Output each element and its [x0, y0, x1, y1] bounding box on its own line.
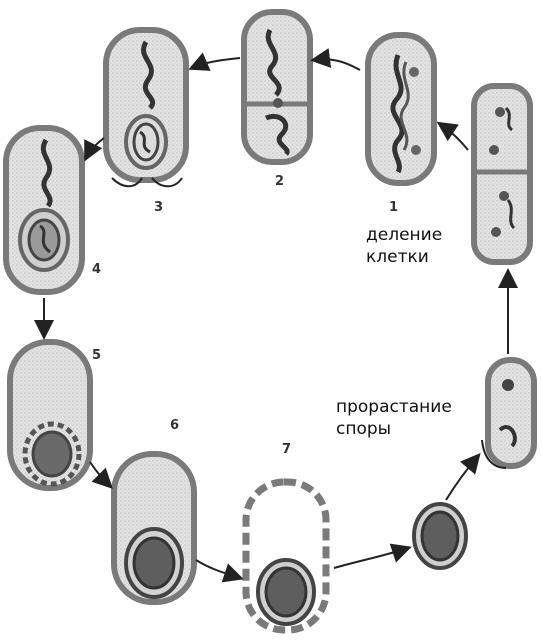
caption-cell-division-line2: клетки: [366, 246, 442, 268]
caption-spore-germination-line1: прорастание: [336, 396, 452, 418]
arrow-5-to-6: [90, 462, 110, 486]
caption-spore-germination-line2: споры: [336, 418, 452, 440]
stage-number-6: 6: [170, 418, 179, 433]
stage-5-cell: [10, 342, 90, 488]
stage-number-3: 3: [154, 200, 163, 215]
stage-number-2: 2: [275, 174, 284, 189]
arrow-7-to-spore: [334, 548, 408, 568]
stage-number-1: 1: [389, 200, 398, 215]
stage-4-cell: [6, 128, 82, 292]
stage-number-5: 5: [92, 348, 101, 363]
germinating-spore: [482, 360, 534, 468]
arrow-2-to-3: [192, 58, 240, 68]
stage-2-cell: [244, 12, 310, 162]
arrow-chain-to-1: [440, 124, 468, 150]
caption-cell-division: деление клетки: [366, 224, 442, 268]
arrow-3-to-4: [86, 138, 104, 158]
stage-number-4: 4: [92, 262, 101, 277]
free-spore: [414, 504, 466, 568]
arrow-6-to-7: [196, 560, 240, 578]
caption-spore-germination: прорастание споры: [336, 396, 452, 440]
dividing-cell-chain: [474, 86, 530, 262]
caption-cell-division-line1: деление: [366, 224, 442, 246]
stage-7-cell: [246, 482, 326, 630]
stage-6-cell: [114, 454, 194, 602]
stage-3-cell: [106, 30, 186, 186]
stage-1-cell: [368, 35, 434, 183]
arrow-1-to-2: [314, 59, 360, 70]
arrow-spore-to-germination: [446, 456, 478, 500]
stage-number-7: 7: [282, 442, 291, 457]
